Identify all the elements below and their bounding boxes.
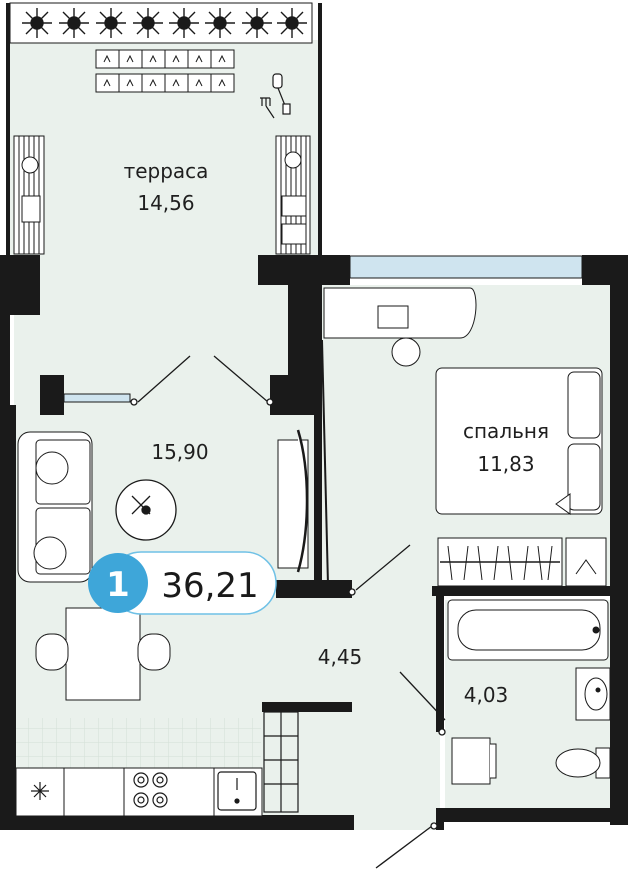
shelving-unit bbox=[263, 711, 299, 813]
windows bbox=[63, 255, 583, 403]
terrace-lounger-right bbox=[275, 135, 311, 255]
washing-machine bbox=[451, 737, 497, 785]
bedroom-area-label: 11,83 bbox=[477, 452, 534, 476]
double-bed bbox=[435, 367, 603, 515]
tv-stand bbox=[277, 429, 309, 573]
total-area-badge: 1 36,21 bbox=[88, 551, 277, 615]
bathroom-area-label: 4,03 bbox=[464, 683, 509, 707]
wardrobe bbox=[437, 537, 607, 587]
dining-table bbox=[35, 607, 171, 701]
terrace-area-label: 14,56 bbox=[137, 191, 194, 215]
garden-tools-icon bbox=[260, 73, 291, 119]
terrace-name-label: терраса bbox=[124, 159, 209, 183]
walls bbox=[0, 3, 628, 830]
hall-area-label: 4,45 bbox=[318, 645, 363, 669]
kitchen-tile-floor bbox=[16, 718, 261, 768]
terrace-lounger-left bbox=[13, 135, 45, 255]
seedling-trays bbox=[95, 49, 235, 93]
kitchen-sink-icon bbox=[217, 771, 257, 811]
plant-icons bbox=[22, 8, 307, 38]
bedroom-name-label: спальня bbox=[463, 419, 549, 443]
living-area-label: 15,90 bbox=[151, 440, 208, 464]
stove-icon bbox=[133, 772, 168, 808]
desk bbox=[323, 287, 477, 367]
washbasin bbox=[575, 667, 611, 721]
doors bbox=[130, 339, 446, 869]
total-area-label: 36,21 bbox=[161, 566, 258, 606]
room-count-label: 1 bbox=[106, 565, 130, 605]
freezer-icon bbox=[31, 782, 49, 800]
ceiling-fan-icon bbox=[115, 479, 177, 541]
toilet bbox=[555, 747, 611, 779]
bathtub bbox=[447, 599, 609, 661]
sofa bbox=[17, 431, 93, 583]
